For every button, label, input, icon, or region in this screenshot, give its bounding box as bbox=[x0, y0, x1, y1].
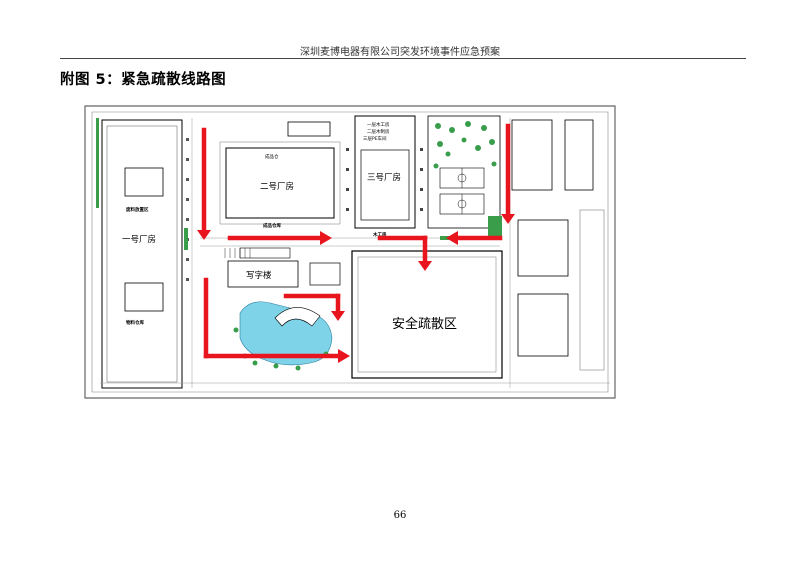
page-number: 66 bbox=[393, 510, 407, 521]
factory-2-label: 二号厂房 bbox=[260, 181, 294, 192]
evacuation-site-map: 废料放置区 一号厂房 物料仓库 成品仓 二号厂房 成品仓库 一层木工房 二层木制… bbox=[84, 105, 616, 399]
right-strip bbox=[579, 209, 605, 371]
factory-1-block-top bbox=[124, 167, 164, 197]
waste-storage-label: 废料放置区 bbox=[126, 206, 149, 213]
office-label: 写字楼 bbox=[246, 270, 272, 281]
safe-evacuation-zone bbox=[351, 250, 503, 379]
office-grating bbox=[224, 248, 251, 258]
factory-3-note-2: 二层木制房 bbox=[367, 128, 390, 135]
factory-3 bbox=[354, 115, 416, 229]
garden-trees bbox=[433, 121, 497, 169]
header-title: 深圳麦博电器有限公司突发环境事件应急预案 bbox=[300, 47, 500, 58]
arrowhead-west-down bbox=[197, 230, 211, 240]
arrowhead-office-south-east bbox=[338, 349, 350, 363]
office-annex bbox=[239, 247, 291, 259]
factory-3-note-1: 一层木工房 bbox=[367, 121, 390, 128]
figure-heading: 附图 5：紧急疏散线路图 bbox=[60, 72, 227, 88]
dorm-top-right bbox=[564, 119, 594, 191]
wood-shop-label: 木工房 bbox=[372, 231, 387, 238]
factory-2-outer bbox=[219, 141, 341, 225]
material-warehouse-label: 物料仓库 bbox=[126, 319, 144, 326]
finished-goods-label: 成品仓库 bbox=[263, 222, 281, 229]
factory-3-label: 三号厂房 bbox=[367, 172, 401, 183]
factory-1-block-bottom bbox=[124, 282, 164, 312]
finished-label: 成品仓 bbox=[265, 153, 279, 160]
factory-3-inner bbox=[360, 149, 410, 221]
arrowhead-factory2-east bbox=[320, 231, 332, 245]
side-building bbox=[309, 262, 341, 286]
factory-1-inner bbox=[106, 125, 178, 383]
factory-3-pillars bbox=[346, 148, 423, 211]
header-rule bbox=[60, 58, 746, 59]
factory-2 bbox=[225, 147, 335, 219]
amphitheater bbox=[274, 307, 321, 327]
evacuation-routes bbox=[201, 123, 511, 359]
safe-zone-label: 安全疏散区 bbox=[392, 316, 457, 332]
dorm-bottom bbox=[517, 293, 569, 357]
factory-1 bbox=[101, 119, 183, 389]
arrowhead-safe-zone-down bbox=[418, 261, 432, 271]
factory-1-label: 一号厂房 bbox=[122, 234, 156, 245]
green-hedge bbox=[488, 216, 502, 236]
site-inner-boundary bbox=[91, 111, 609, 393]
arrow-heads bbox=[197, 214, 515, 363]
factory-3-note-3: 三层PE车间 bbox=[363, 135, 387, 142]
arrowhead-garden-west bbox=[446, 231, 458, 245]
dorm-top bbox=[511, 119, 553, 191]
dorm-middle bbox=[517, 219, 569, 277]
gatehouse bbox=[287, 121, 331, 137]
arrowhead-office-down bbox=[331, 311, 345, 321]
arrowhead-east-down bbox=[501, 214, 515, 224]
office-block bbox=[227, 260, 299, 288]
